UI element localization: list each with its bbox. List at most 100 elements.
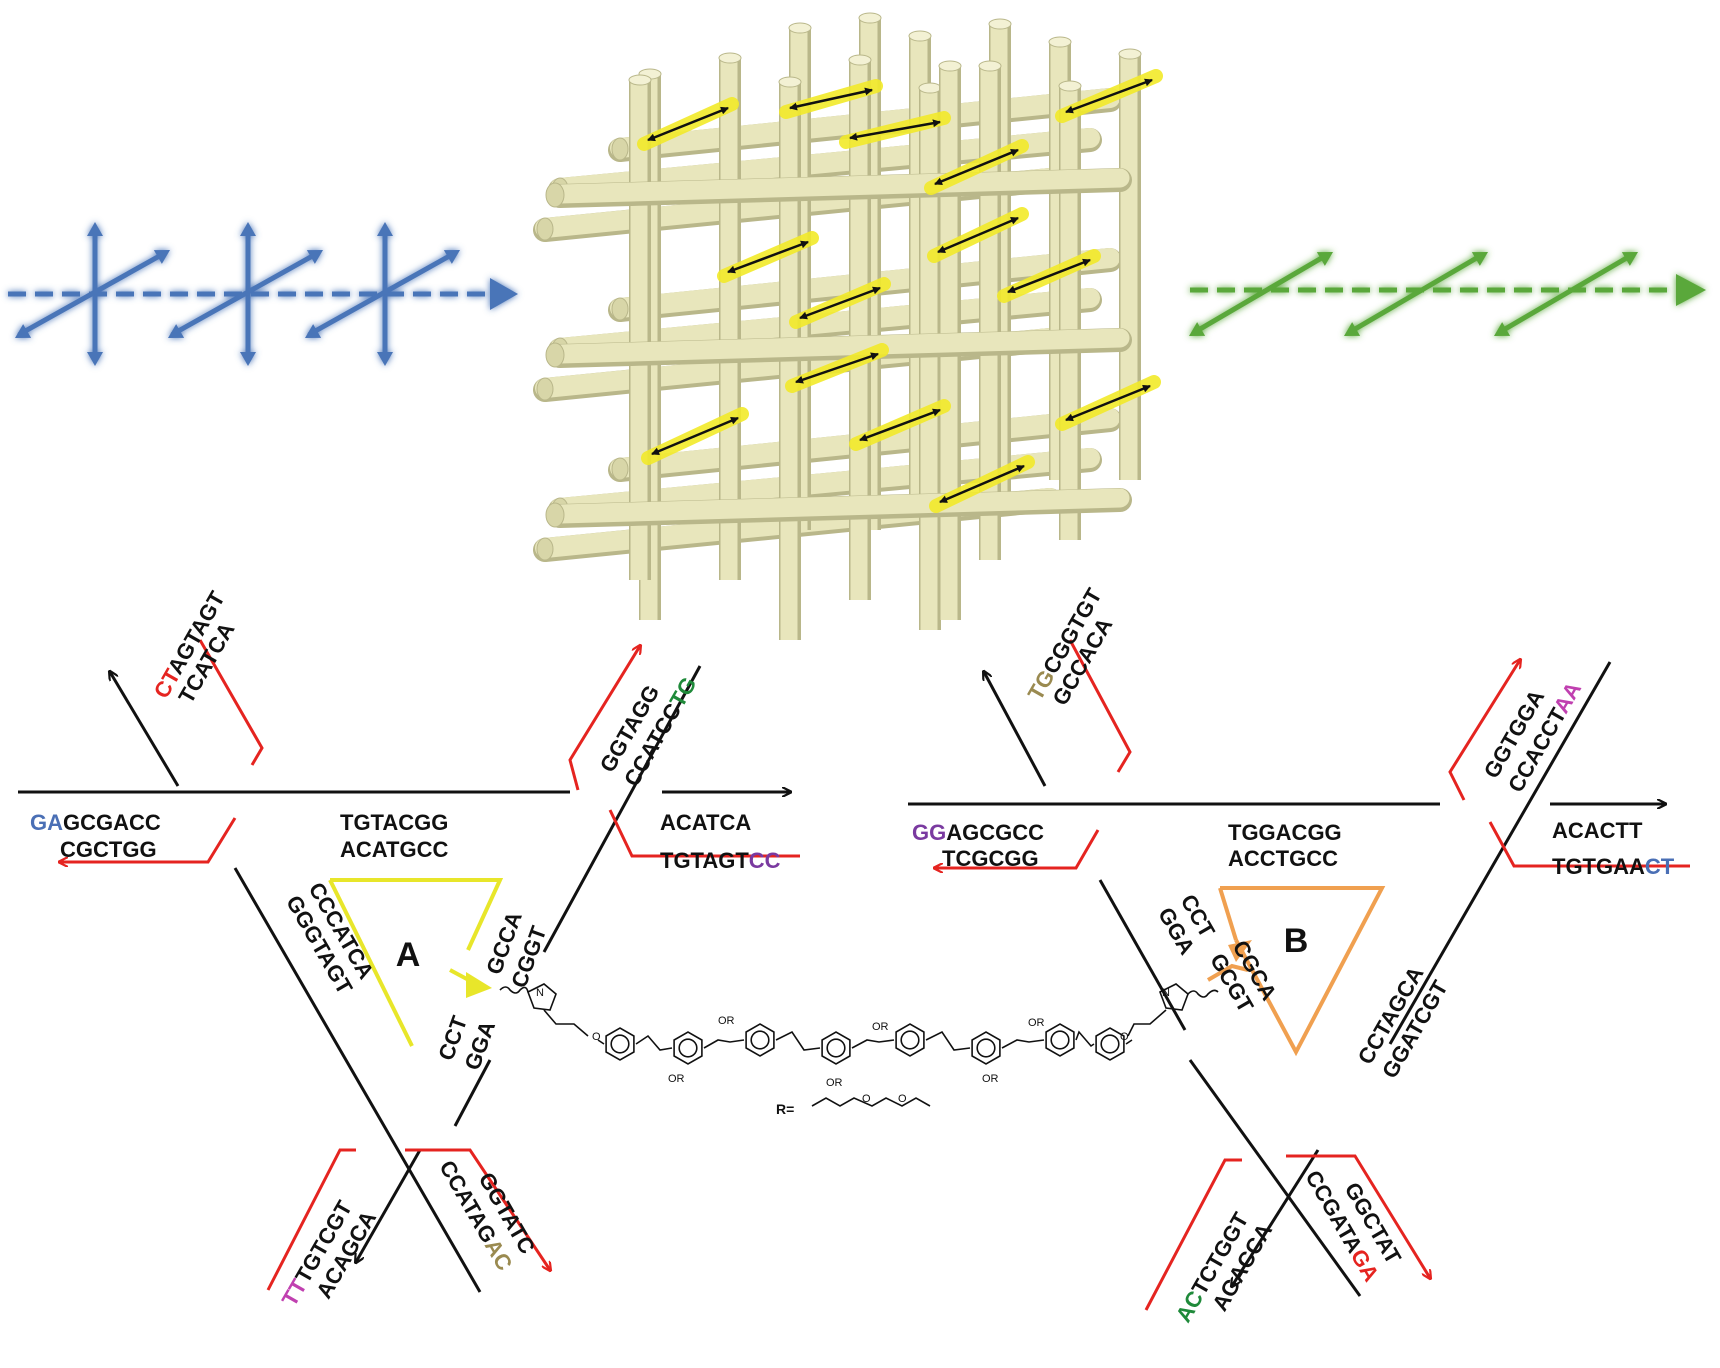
linker-o-right: O	[1120, 1031, 1129, 1043]
left-ethyl-chain	[543, 1009, 589, 1037]
seq-b-right-s1: ACACTT	[1552, 818, 1643, 843]
lattice-dye-arrow-9	[795, 352, 879, 384]
triazole-left	[526, 983, 557, 1011]
output-arrowhead-dl-2	[1494, 322, 1511, 336]
linker-vinylene-3	[851, 1039, 895, 1049]
linker-ring-1	[673, 1031, 703, 1065]
input-arrowhead-ur-1	[306, 250, 323, 264]
input-arrowhead-dl-2	[305, 324, 322, 338]
lattice-rod-end-1-0	[611, 297, 629, 321]
linker-or-2: OR	[668, 1073, 685, 1085]
output-light-icon	[1189, 252, 1706, 336]
linker-or-4: OR	[826, 1077, 843, 1089]
linker-ring-6-aromatic	[1050, 1030, 1070, 1050]
input-arrowhead-ur-2	[443, 250, 460, 264]
linker-vinylene-0	[635, 1034, 673, 1051]
lattice-front-rod-0	[550, 168, 1130, 204]
linker-ring-4	[895, 1023, 925, 1057]
output-arrowhead-ur-0	[1316, 252, 1333, 266]
lattice-rod-end-2-0	[611, 457, 629, 481]
input-arrowhead-down-2	[377, 352, 393, 366]
input-diagonal-polarization-0	[17, 251, 166, 337]
input-arrowhead-up-1	[240, 222, 256, 236]
seq-a-left-s2: CGCTGG	[60, 837, 157, 862]
linker-r-o1: O	[862, 1093, 871, 1105]
seq-b-left-s2: TCGCGG	[942, 846, 1039, 871]
linker-vinylene-5	[1001, 1039, 1045, 1049]
r-group-chain	[811, 1097, 931, 1107]
lattice-dye-arrow-4	[1065, 78, 1153, 114]
lattice-rod-top-5	[718, 52, 742, 64]
lattice-rod-top-7	[978, 60, 1002, 72]
output-arrowhead-ur-1	[1471, 252, 1488, 266]
lattice-rod-top-12	[1058, 80, 1082, 92]
linker-ring-0	[605, 1027, 635, 1061]
output-diagonal-polarization-1	[1347, 253, 1483, 335]
lattice-dye-arrow-5	[727, 240, 809, 274]
linker-ring-5	[971, 1031, 1001, 1065]
lattice-rod-top-13	[938, 60, 962, 72]
seq-b-left-s1: GGAGCGCC	[912, 820, 1044, 845]
input-diagonal-polarization-2	[307, 251, 456, 337]
output-arrowhead-dl-1	[1344, 322, 1361, 336]
output-arrowhead-ur-2	[1621, 252, 1638, 266]
lattice-rod-top-1	[988, 18, 1012, 30]
lattice-dye-arrow-12	[859, 408, 941, 442]
lattice-rod-top-8	[1118, 48, 1142, 60]
linker-vinylene-6	[1075, 1030, 1095, 1048]
lattice-rod-top-10	[778, 76, 802, 88]
right-ethyl-chain	[1127, 1009, 1167, 1037]
triazole-left-wavy-bond	[499, 986, 529, 994]
tile-b-diagram: B	[908, 639, 1690, 1311]
input-arrowhead-ur-0	[153, 250, 170, 264]
input-arrowhead-up-2	[377, 222, 393, 236]
linker-labels: OR OR OR OR OR OR O O N N R= O O	[536, 987, 1170, 1117]
linker-r-o2: O	[898, 1093, 907, 1105]
lattice-dye-arrow-10	[1065, 384, 1151, 422]
lattice-rod-top-0	[858, 12, 882, 24]
seq-a-right-s2: TGTAGTCC	[660, 848, 781, 873]
linker-ring-5-aromatic	[976, 1038, 996, 1058]
tile-b-label: B	[1284, 922, 1309, 960]
lattice-dye-arrow-1	[789, 87, 873, 111]
input-arrowhead-up-0	[87, 222, 103, 236]
seq-a-center-s1: TGTACGG	[340, 810, 448, 835]
input-arrowhead-dl-1	[168, 324, 185, 338]
input-diagonal-polarization-1	[170, 251, 319, 337]
input-arrowhead-dl-0	[15, 324, 32, 338]
seq-b-center-s2: ACCTGCC	[1228, 846, 1338, 871]
seq-b-right-s2: TGTGAACT	[1552, 854, 1675, 879]
output-diagonal-polarization-2	[1497, 253, 1633, 335]
lattice-dye-arrow-8	[799, 286, 881, 320]
seq-a-left-s1: GAGCGACC	[30, 810, 161, 835]
lattice-rod-end-1-2	[536, 377, 554, 401]
lattice-rod-top-4	[1048, 36, 1072, 48]
linker-o-bond-right	[1125, 1039, 1133, 1045]
linker-ring-0-aromatic	[610, 1034, 630, 1054]
lattice-dye-arrow-0	[647, 106, 729, 142]
lattice-dye-arrow-2	[849, 119, 941, 141]
linker-ring-2	[745, 1023, 775, 1057]
lattice-dye-arrow-11	[651, 416, 739, 456]
linker-ring-7-aromatic	[1100, 1034, 1120, 1054]
linker-ring-4-aromatic	[900, 1030, 920, 1050]
lattice-front-rod-1	[550, 328, 1130, 364]
lattice-front-rod-end-0	[545, 182, 565, 208]
tile-b-sequences: TGCGGTGT GCCACA GGAGCGCC TCGCGG TGGACGG …	[912, 584, 1675, 1327]
linker-ring-3-aromatic	[826, 1038, 846, 1058]
lattice-rod-top-11	[918, 82, 942, 94]
lattice-dye-arrow-6	[937, 216, 1019, 254]
lattice-dye-arrow-7	[1007, 258, 1091, 294]
linker-or-6: OR	[982, 1073, 999, 1085]
lattice-rod-top-3	[908, 30, 932, 42]
linker-n-left: N	[536, 987, 544, 999]
3d-dna-crystal-lattice-icon	[533, 12, 1163, 640]
linker-ring-2-aromatic	[750, 1030, 770, 1050]
linker-r-definition: R=	[776, 1101, 794, 1117]
linker-or-3: OR	[872, 1021, 889, 1033]
lattice-rod-top-14	[628, 74, 652, 86]
seq-b-center-s1: TGGACGG	[1228, 820, 1342, 845]
oligo-phenylenevinylene-linker-structure-icon	[499, 983, 1219, 1107]
triazole-right-wavy-bond	[1187, 989, 1219, 998]
